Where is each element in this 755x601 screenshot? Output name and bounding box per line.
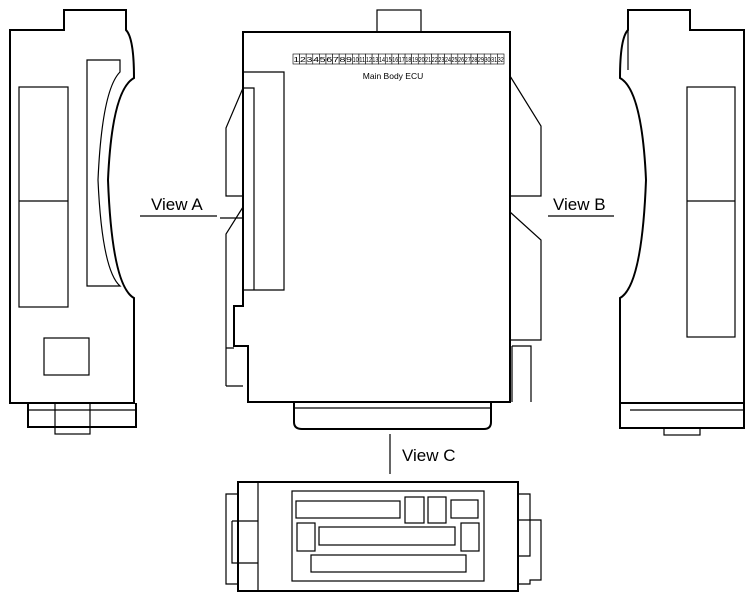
front-view-left-clip bbox=[243, 71, 285, 291]
pin-number: 22 bbox=[432, 57, 438, 64]
side-view-a-window bbox=[43, 337, 90, 376]
pin-number: 14 bbox=[379, 57, 385, 64]
pin-number: 4 bbox=[313, 57, 319, 64]
front-view-right-clip bbox=[509, 75, 542, 402]
pin-number: 30 bbox=[485, 57, 491, 64]
pin-number: 28 bbox=[471, 57, 477, 64]
pin-number: 21 bbox=[425, 57, 431, 64]
view-b-callout: View B bbox=[548, 195, 614, 217]
pin-number: 9 bbox=[346, 57, 352, 64]
side-view-a-body bbox=[9, 9, 136, 404]
pin-number: 3 bbox=[306, 57, 312, 64]
bottom-view-c bbox=[225, 481, 542, 592]
pin-number: 10 bbox=[353, 57, 359, 64]
pin-number: 27 bbox=[465, 57, 471, 64]
view-c-label: View C bbox=[402, 446, 456, 465]
pin-number: 5 bbox=[320, 57, 326, 64]
pin-number: 17 bbox=[399, 57, 405, 64]
pin-number: 32 bbox=[498, 57, 504, 64]
pin-number: 13 bbox=[372, 57, 378, 64]
pin-number: 1 bbox=[293, 57, 299, 64]
side-view-b-latch bbox=[663, 427, 701, 436]
pin-number: 19 bbox=[412, 57, 418, 64]
connector-slot-6 bbox=[318, 526, 456, 546]
connector-slot-8 bbox=[310, 554, 467, 573]
pin-number: 18 bbox=[405, 57, 411, 64]
connector-slot-5 bbox=[296, 522, 316, 552]
pin-number: 11 bbox=[359, 57, 365, 64]
side-view-b bbox=[618, 9, 745, 436]
connector-face bbox=[291, 490, 485, 582]
view-a-callout: View A bbox=[140, 195, 217, 217]
pin-number: 26 bbox=[458, 57, 464, 64]
bottom-view-c-left-end bbox=[225, 482, 259, 591]
bottom-view-c-body bbox=[237, 481, 519, 592]
side-view-a-inner-rail bbox=[86, 59, 122, 287]
front-view-left-clip-upper bbox=[225, 87, 255, 290]
ecu-name-label: Main Body ECU bbox=[363, 71, 423, 81]
view-c-callout: View C bbox=[389, 434, 456, 474]
bottom-view-c-right-end bbox=[518, 493, 542, 585]
view-a-label: View A bbox=[151, 195, 203, 214]
pin-cell bbox=[497, 53, 505, 65]
pin-number: 24 bbox=[445, 57, 451, 64]
side-view-b-panel bbox=[686, 86, 736, 338]
pin-number: 23 bbox=[438, 57, 444, 64]
pin-number: 20 bbox=[419, 57, 425, 64]
front-view-top-tab bbox=[376, 9, 422, 33]
side-view-b-body bbox=[618, 9, 745, 404]
front-view-body bbox=[233, 31, 511, 403]
side-view-b-foot bbox=[619, 403, 745, 429]
side-view-a-foot bbox=[27, 403, 137, 428]
pin-number: 6 bbox=[326, 57, 332, 64]
front-view-left-clip-lower bbox=[220, 206, 244, 387]
view-b-label: View B bbox=[553, 195, 606, 214]
side-view-a-latch bbox=[54, 402, 91, 435]
pin-number: 2 bbox=[300, 57, 306, 64]
pin-number: 12 bbox=[366, 57, 372, 64]
connector-slot-3 bbox=[427, 496, 447, 524]
pin-number: 15 bbox=[386, 57, 392, 64]
pin-number: 7 bbox=[333, 57, 339, 64]
front-view-bottom-connector bbox=[293, 402, 492, 430]
pin-number: 16 bbox=[392, 57, 398, 64]
pin-number: 8 bbox=[339, 57, 345, 64]
pin-number: 25 bbox=[452, 57, 458, 64]
pin-number: 29 bbox=[478, 57, 484, 64]
connector-slot-2 bbox=[404, 496, 425, 524]
pin-number: 31 bbox=[491, 57, 497, 64]
side-view-a-panel bbox=[18, 86, 69, 308]
connector-slot-7 bbox=[460, 522, 480, 552]
connector-slot-1 bbox=[295, 500, 401, 519]
connector-slot-4 bbox=[450, 499, 479, 519]
side-view-a bbox=[9, 9, 137, 435]
